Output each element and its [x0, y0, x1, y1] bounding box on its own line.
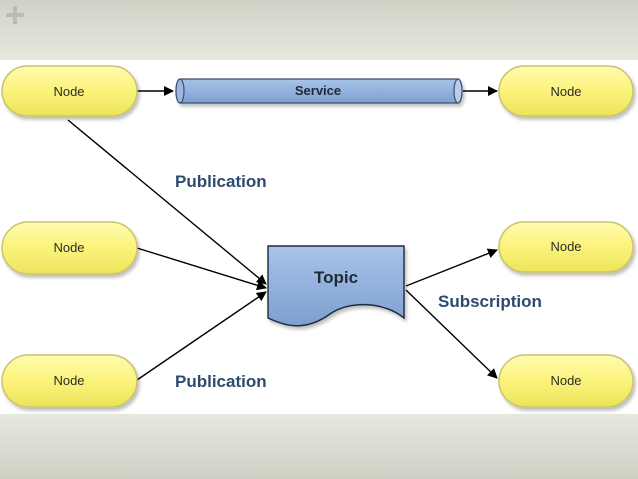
node-label: Node: [550, 84, 581, 99]
arrow-topic-to-mid-node: [405, 248, 498, 287]
node-top-left: Node: [1, 65, 138, 117]
node-label: Node: [53, 373, 84, 388]
arrow-bottom-node-to-topic: [136, 291, 267, 381]
plus-icon: [6, 6, 24, 24]
node-label: Node: [53, 84, 84, 99]
connection-arrows: [67, 86, 498, 381]
node-label: Node: [550, 239, 581, 254]
arrow-top-node-to-topic: [67, 119, 267, 285]
node-mid-left: Node: [1, 221, 138, 275]
service-label: Service: [295, 83, 341, 98]
service-pipe: Service: [175, 78, 463, 104]
topic-label: Topic: [314, 268, 358, 287]
slide-top-band: [0, 0, 638, 60]
slide-bottom-band: [0, 414, 638, 479]
node-label: Node: [53, 240, 84, 255]
node-bottom-left: Node: [1, 354, 138, 408]
node-bottom-right: Node: [498, 354, 634, 408]
publication-label-top: Publication: [175, 172, 267, 191]
arrow-mid-node-to-topic: [136, 247, 267, 291]
subscription-label: Subscription: [438, 292, 542, 311]
arrow-topic-to-bottom-node: [405, 289, 498, 379]
node-top-right: Node: [498, 65, 634, 117]
node-label: Node: [550, 373, 581, 388]
publication-label-bottom: Publication: [175, 372, 267, 391]
topic-document: Topic: [267, 245, 405, 327]
node-mid-right: Node: [498, 221, 634, 273]
